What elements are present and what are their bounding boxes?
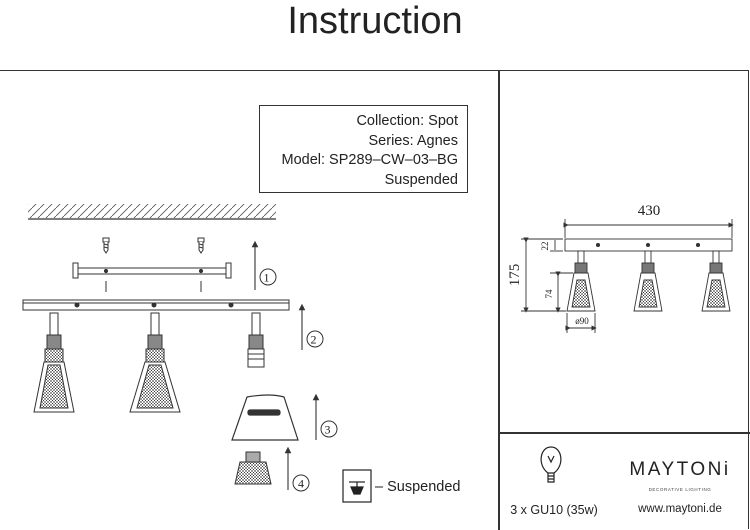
gu10-bulb	[234, 451, 272, 485]
spot-assembled	[33, 312, 75, 413]
spot-assembled	[129, 312, 181, 413]
step-4-marker	[292, 474, 310, 492]
brand-logo: MAYTONi	[629, 459, 731, 480]
step-3-number: 3	[325, 423, 331, 437]
spot-holder	[247, 312, 265, 368]
model-text: Model: SP289–CW–03–BG	[281, 152, 458, 168]
dim-shade-diameter-label: ø90	[575, 316, 589, 326]
dim-height-label: 175	[507, 264, 523, 287]
step-1-number: 1	[264, 271, 270, 285]
frame-divider-vertical	[498, 70, 500, 530]
product-info-box: Collection: Spot Series: Agnes Model: SP…	[259, 105, 468, 193]
lamp-spec-text: 3 x GU10 (35w)	[510, 503, 598, 517]
series-text: Series: Agnes	[368, 132, 458, 149]
step-1-marker	[259, 268, 277, 286]
dim-shade-height-label: 74	[544, 289, 554, 299]
step-3-marker	[320, 420, 338, 438]
page-title: Instruction	[287, 0, 463, 42]
legend-suspended-label: – Suspended	[375, 479, 461, 495]
frame-divider-horizontal	[498, 432, 750, 434]
light-bulb-icon	[540, 446, 562, 483]
step-2-marker	[306, 330, 324, 348]
mounting-screw	[197, 237, 205, 254]
suspended-mount-icon	[342, 469, 372, 503]
dim-width-label: 430	[638, 203, 661, 219]
brand-website: www.maytoni.de	[638, 503, 722, 515]
dimension-drawing	[521, 219, 734, 333]
drawing-frame	[0, 70, 749, 529]
mounting-text: Suspended	[384, 171, 458, 188]
svg-text:1 2 3 4: 1 2 3 4	[264, 271, 334, 491]
fixture-base-bar	[22, 299, 290, 311]
dim-base-label: 22	[540, 242, 550, 251]
mounting-screw	[102, 237, 110, 254]
glass-shade	[231, 394, 299, 441]
ceiling-hatch	[28, 204, 276, 220]
mounting-bracket	[72, 262, 232, 292]
collection-text: Collection: Spot	[356, 113, 458, 129]
brand-tagline: DECORATIVE LIGHTING	[648, 487, 712, 492]
step-2-number: 2	[311, 333, 317, 347]
step-4-number: 4	[298, 477, 304, 491]
